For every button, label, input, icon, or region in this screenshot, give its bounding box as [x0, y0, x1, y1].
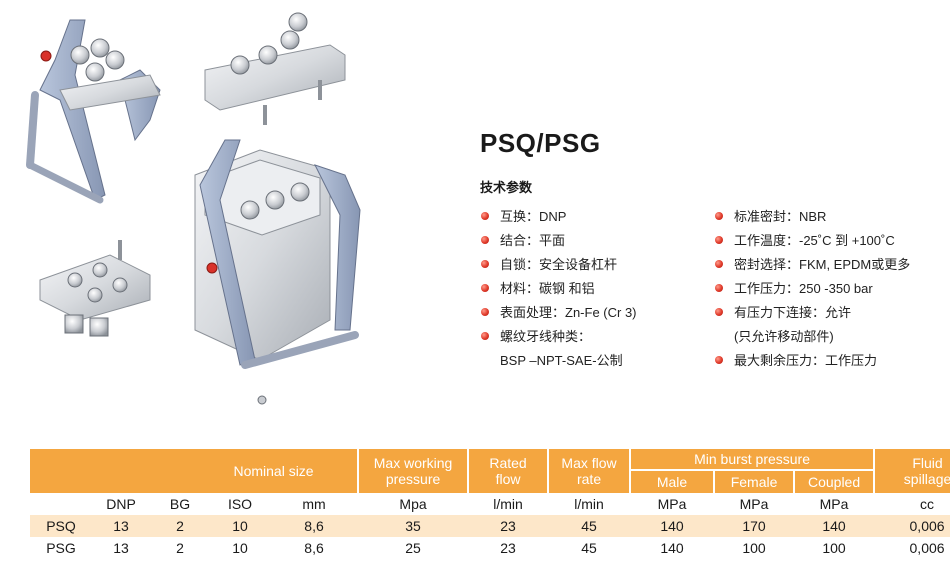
spec-item: 工作压力：250 -350 bar: [710, 277, 940, 301]
table-cell: 35: [358, 515, 469, 537]
table-cell: 45: [548, 515, 631, 537]
spec-item-continuation: BSP –NPT-SAE-公制: [500, 353, 623, 368]
spec-item: 表面处理：Zn-Fe (Cr 3): [476, 301, 706, 325]
spec-item: 自锁：安全设备杠杆: [476, 253, 706, 277]
header-fluid-spillage: Fluid spillage: [873, 449, 950, 493]
table-cell: 0,006: [909, 540, 945, 556]
spec-item-continuation: (只允许移动部件): [734, 329, 834, 344]
table-cell: 23: [500, 540, 516, 556]
unit-cell: cc: [920, 496, 935, 512]
spec-item: 工作温度：-25˚C 到 +100˚C: [710, 229, 940, 253]
header-rated-flow: Rated flow: [467, 449, 549, 493]
header-min-burst-pressure: Min burst pressure: [629, 449, 875, 470]
table-cell: 100: [822, 540, 846, 556]
table-cell: 140: [660, 540, 684, 556]
spec-item: 互换：DNP: [476, 205, 706, 229]
unit-cell: mm: [302, 496, 326, 512]
table-cell: 0,006: [874, 515, 950, 537]
bullet-icon: [715, 236, 723, 244]
header-max-working-pressure: Max working pressure: [357, 449, 469, 493]
bullet-icon: [481, 236, 489, 244]
header-nominal-size: Nominal size: [30, 449, 359, 493]
table-cell: 100: [742, 540, 766, 556]
spec-item: 密封选择：FKM, EPDM或更多: [710, 253, 940, 277]
bullet-icon: [481, 212, 489, 220]
table-cell: 2: [176, 540, 184, 556]
table-row-psg: PSG 13 2 10 8,6 25 23 45 140 100 100 0,0…: [30, 537, 950, 559]
spec-item: 螺纹牙线种类：: [476, 325, 706, 349]
spec-item: 标准密封：NBR: [710, 205, 940, 229]
header-coupled: Coupled: [793, 469, 875, 493]
unit-cell: MPa: [739, 496, 769, 512]
table-cell: 170: [714, 515, 795, 537]
bullet-icon: [715, 356, 723, 364]
spec-item: 最大剩余压力：工作压力: [710, 349, 940, 373]
header-male: Male: [629, 469, 715, 493]
table-row-psq: PSQ 13 2 10 8,6 35 23 45 140 170 140 0,0…: [30, 515, 950, 537]
unit-cell: l/min: [574, 496, 604, 512]
table-cell: 25: [405, 540, 421, 556]
table-cell: 8,6: [304, 540, 324, 556]
unit-cell: BG: [169, 496, 191, 512]
table-cell: 2: [150, 515, 210, 537]
table-cell: 13: [92, 515, 150, 537]
table-cell: 8,6: [270, 515, 359, 537]
spec-list-left: 互换：DNP 结合：平面 自锁：安全设备杠杆 材料：碳钢 和铝 表面处理：Zn-…: [476, 205, 706, 373]
spec-item: 材料：碳钢 和铝: [476, 277, 706, 301]
spec-item: 结合：平面: [476, 229, 706, 253]
top-right-plate: [204, 12, 346, 125]
product-title: PSQ/PSG: [480, 128, 601, 158]
bullet-icon: [715, 308, 723, 316]
bullet-icon: [715, 260, 723, 268]
product-illustration: [26, 12, 361, 405]
units-row: DNP BG ISO mm Mpa l/min l/min MPa MPa MP…: [30, 493, 950, 515]
spec-heading: 技术参数: [480, 180, 533, 195]
header-max-flow-rate: Max flow rate: [547, 449, 631, 493]
unit-cell: [30, 493, 92, 515]
unit-cell: Mpa: [399, 496, 427, 512]
bullet-icon: [481, 332, 489, 340]
coupled-assembly: [194, 139, 361, 405]
bottom-left-plate: [39, 240, 151, 337]
table-cell: 140: [794, 515, 875, 537]
unit-cell: MPa: [657, 496, 687, 512]
table-cell: 23: [468, 515, 549, 537]
table-cell: 140: [630, 515, 715, 537]
table-cell: 13: [113, 540, 129, 556]
table-cell: PSQ: [30, 515, 92, 537]
top-left-plate-assembly: [26, 19, 161, 204]
spec-list-right: 标准密封：NBR 工作温度：-25˚C 到 +100˚C 密封选择：FKM, E…: [710, 205, 940, 373]
bullet-icon: [481, 260, 489, 268]
bullet-icon: [481, 284, 489, 292]
table-cell: 10: [210, 515, 270, 537]
table-cell: PSG: [46, 540, 76, 556]
spec-table: Nominal size Max working pressure Rated …: [30, 449, 950, 559]
header-female: Female: [713, 469, 795, 493]
unit-cell: MPa: [819, 496, 849, 512]
bullet-icon: [481, 308, 489, 316]
bullet-icon: [715, 284, 723, 292]
bullet-icon: [715, 212, 723, 220]
unit-cell: DNP: [106, 496, 136, 512]
table-cell: 10: [232, 540, 248, 556]
unit-cell: ISO: [227, 496, 253, 512]
unit-cell: l/min: [493, 496, 523, 512]
table-cell: 45: [581, 540, 597, 556]
spec-item: 有压力下连接：允许: [710, 301, 940, 325]
